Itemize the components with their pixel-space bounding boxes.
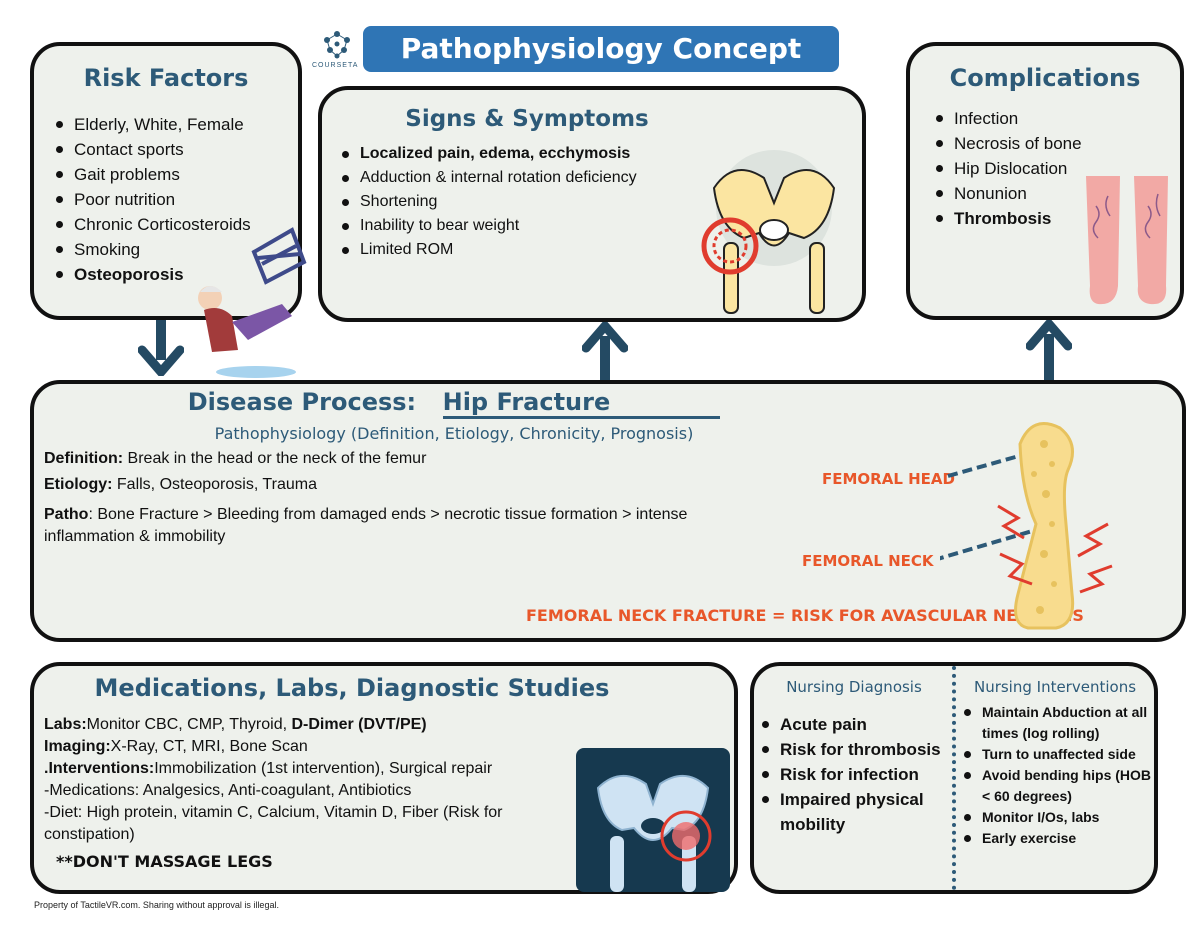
labs-bold: D-Dimer (DVT/PE)	[291, 716, 427, 733]
signs-symptoms-panel: Signs & Symptoms Localized pain, edema, …	[318, 86, 866, 322]
list-item: Osteoporosis	[52, 262, 298, 287]
medications-row: -Medications: Analgesics, Anti-coagulant…	[44, 782, 412, 799]
column-divider	[952, 666, 956, 890]
list-item: Limited ROM	[338, 238, 862, 262]
list-item: Hip Dislocation	[932, 156, 1180, 181]
list-item: Early exercise	[960, 828, 1156, 849]
swollen-legs-illustration	[1086, 176, 1168, 305]
list-item: Chronic Corticosteroids	[52, 212, 298, 237]
pelvis-xray-illustration	[576, 748, 730, 892]
list-item: Adduction & internal rotation deficiency	[338, 166, 862, 190]
labs-label: Labs:	[44, 716, 87, 733]
etiology-text: Falls, Osteoporosis, Trauma	[116, 476, 317, 493]
list-item: Localized pain, edema, ecchymosis	[338, 142, 862, 166]
list-item: Smoking	[52, 237, 298, 262]
interventions-row: .Interventions:Immobilization (1st inter…	[44, 758, 580, 780]
list-item: Turn to unaffected side	[960, 744, 1156, 765]
interventions-text: Immobilization (1st intervention), Surgi…	[154, 760, 493, 777]
arrow-up-icon	[1026, 320, 1072, 384]
logo: COURSETA	[312, 28, 362, 72]
femoral-neck-label: FEMORAL NECK	[802, 552, 934, 570]
footer-note: Property of TactileVR.com. Sharing witho…	[34, 900, 279, 910]
femoral-head-label: FEMORAL HEAD	[822, 470, 955, 488]
nursing-interventions-heading: Nursing Interventions	[973, 678, 1137, 696]
list-item: Impaired physical mobility	[758, 787, 952, 837]
list-item: Risk for thrombosis	[758, 737, 952, 762]
list-item: Avoid bending hips (HOB < 60 degrees)	[960, 765, 1156, 807]
etiology-row: Etiology: Falls, Osteoporosis, Trauma	[44, 474, 764, 496]
avascular-necrosis-note: FEMORAL NECK FRACTURE = RISK FOR AVASCUL…	[526, 606, 1084, 625]
medications-panel: Medications, Labs, Diagnostic Studies La…	[30, 662, 738, 894]
risk-factors-heading: Risk Factors	[83, 64, 249, 92]
logo-text: COURSETA	[312, 62, 359, 69]
page-title: Pathophysiology Concept Map	[363, 26, 839, 111]
definition-label: Definition:	[44, 450, 124, 467]
list-item: Infection	[932, 106, 1180, 131]
list-item: Shortening	[338, 190, 862, 214]
diet-row: -Diet: High protein, vitamin C, Calcium,…	[44, 804, 503, 843]
patho-row: Patho: Bone Fracture > Bleeding from dam…	[44, 504, 764, 548]
list-item: Gait problems	[52, 162, 298, 187]
imaging-label: Imaging:	[44, 738, 111, 755]
patho-label: Patho	[44, 506, 89, 523]
interventions-label: .Interventions:	[44, 760, 155, 777]
list-item: Nonunion	[932, 181, 1180, 206]
medications-heading: Medications, Labs, Diagnostic Studies	[94, 674, 610, 702]
nursing-interventions-list: Maintain Abduction at all times (log rol…	[960, 702, 1156, 849]
signs-symptoms-heading: Signs & Symptoms	[405, 106, 649, 132]
disease-process-label: Disease Process:	[187, 388, 417, 416]
disease-name: Hip Fracture	[442, 388, 721, 419]
list-item: Necrosis of bone	[932, 131, 1180, 156]
imaging-text: X-Ray, CT, MRI, Bone Scan	[110, 738, 308, 755]
definition-text: Break in the head or the neck of the fem…	[127, 450, 427, 467]
list-item: Acute pain	[758, 712, 952, 737]
nursing-diagnosis-heading: Nursing Diagnosis	[786, 678, 922, 696]
list-item: Monitor I/Os, labs	[960, 807, 1156, 828]
pathophysiology-subheading: Pathophysiology (Definition, Etiology, C…	[214, 424, 694, 443]
pelvis-pain-illustration	[701, 150, 836, 314]
arrow-up-icon	[582, 322, 628, 384]
list-item: Poor nutrition	[52, 187, 298, 212]
list-item: Thrombosis	[932, 206, 1180, 231]
complications-heading: Complications	[949, 64, 1141, 92]
labs-text: Monitor CBC, CMP, Thyroid,	[86, 716, 292, 733]
femur-illustration	[940, 422, 1113, 630]
list-item: Contact sports	[52, 137, 298, 162]
list-item: Inability to bear weight	[338, 214, 862, 238]
arrow-down-icon	[138, 320, 184, 376]
falling-elderly-illustration	[198, 227, 307, 378]
imaging-row: Imaging:X-Ray, CT, MRI, Bone Scan	[44, 736, 580, 758]
list-item: Maintain Abduction at all times (log rol…	[960, 702, 1156, 744]
etiology-label: Etiology:	[44, 476, 113, 493]
patho-text: : Bone Fracture > Bleeding from damaged …	[44, 506, 688, 545]
massage-warning: **DON'T MASSAGE LEGS	[56, 852, 273, 871]
labs-row: Labs:Monitor CBC, CMP, Thyroid, D-Dimer …	[44, 714, 580, 736]
nursing-panel: Nursing Diagnosis Nursing Interventions …	[750, 662, 1158, 894]
list-item: Risk for infection	[758, 762, 952, 787]
list-item: Elderly, White, Female	[52, 112, 298, 137]
logo-icon	[324, 31, 350, 59]
disease-process-panel: Disease Process: Hip Fracture Pathophysi…	[30, 380, 1186, 642]
definition-row: Definition: Break in the head or the nec…	[44, 448, 764, 470]
